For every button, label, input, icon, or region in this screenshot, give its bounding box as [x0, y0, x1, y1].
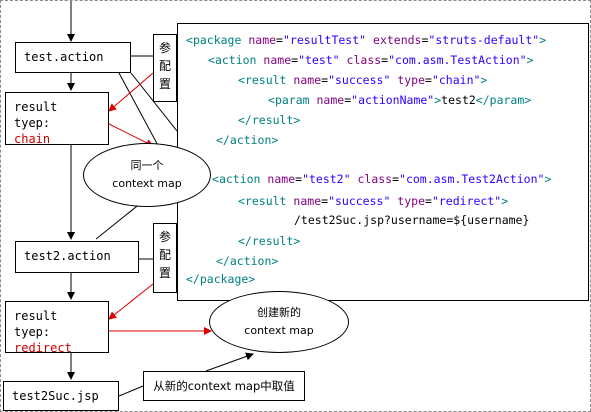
code-line-package-open: <package name="resultTest" extends="stru…: [186, 33, 547, 47]
new-context-map-ellipse: 创建新的 context map: [209, 291, 349, 353]
new-context-line2: context map: [244, 324, 314, 337]
cross-line-1: [118, 72, 162, 152]
result-redirect-value: redirect: [14, 341, 72, 355]
code-line-param: <param name="actionName">test2</param>: [268, 93, 532, 107]
code-line-result1: <result name="success" type="chain">: [238, 73, 488, 87]
config-label-2: 参 配 置: [153, 223, 177, 293]
shared-context-map-ellipse: 同一个 context map: [83, 143, 211, 207]
shared-context-line1: 同一个: [130, 159, 164, 172]
context-map-note: 从新的context map中取值: [143, 371, 305, 401]
code-line-package-close: </package>: [186, 272, 256, 286]
result-chain-value: chain: [14, 132, 51, 146]
line-jsp-to-note: [118, 385, 144, 397]
red-arrow-config-to-result2: [108, 283, 154, 320]
new-context-line1: 创建新的: [257, 306, 301, 319]
test2-action-box: test2.action: [15, 241, 139, 273]
code-line-action2-close: </action>: [216, 254, 279, 268]
cross-line-3: [130, 72, 178, 132]
config-label-1: 参 配 置: [153, 34, 177, 102]
result-redirect-label: result tyep:: [14, 309, 58, 339]
code-line-result1-close: </result>: [238, 113, 301, 127]
result-chain-box: result tyep: chain: [5, 92, 109, 146]
code-line-redirect-target: /test2Suc.jsp?username=${username}: [294, 213, 530, 227]
red-arrow-result1-to-ellipse: [106, 122, 154, 147]
test-action-label: test.action: [24, 50, 104, 64]
jsp-box: test2Suc.jsp: [3, 381, 119, 411]
code-line-result2-close: </result>: [238, 234, 301, 248]
jsp-label: test2Suc.jsp: [12, 389, 99, 403]
struts-config-code: <package name="resultTest" extends="stru…: [177, 23, 589, 301]
code-line-action2: <action name="test2" class="com.asm.Test…: [212, 172, 552, 186]
shared-context-line2: context map: [112, 177, 182, 190]
code-line-result2: <result name="success" type="redirect">: [238, 194, 509, 208]
result-chain-label: result tyep:: [14, 100, 58, 130]
code-line-action1: <action name="test" class="com.asm.TestA…: [208, 53, 534, 67]
arrow-note-to-ellipse: [205, 352, 254, 372]
test-action-box: test.action: [15, 42, 131, 73]
red-arrow-config-to-result1: [108, 72, 154, 112]
code-line-action1-close: </action>: [216, 133, 279, 147]
test2-action-label: test2.action: [24, 249, 111, 263]
result-redirect-box: result tyep: redirect: [5, 301, 109, 355]
